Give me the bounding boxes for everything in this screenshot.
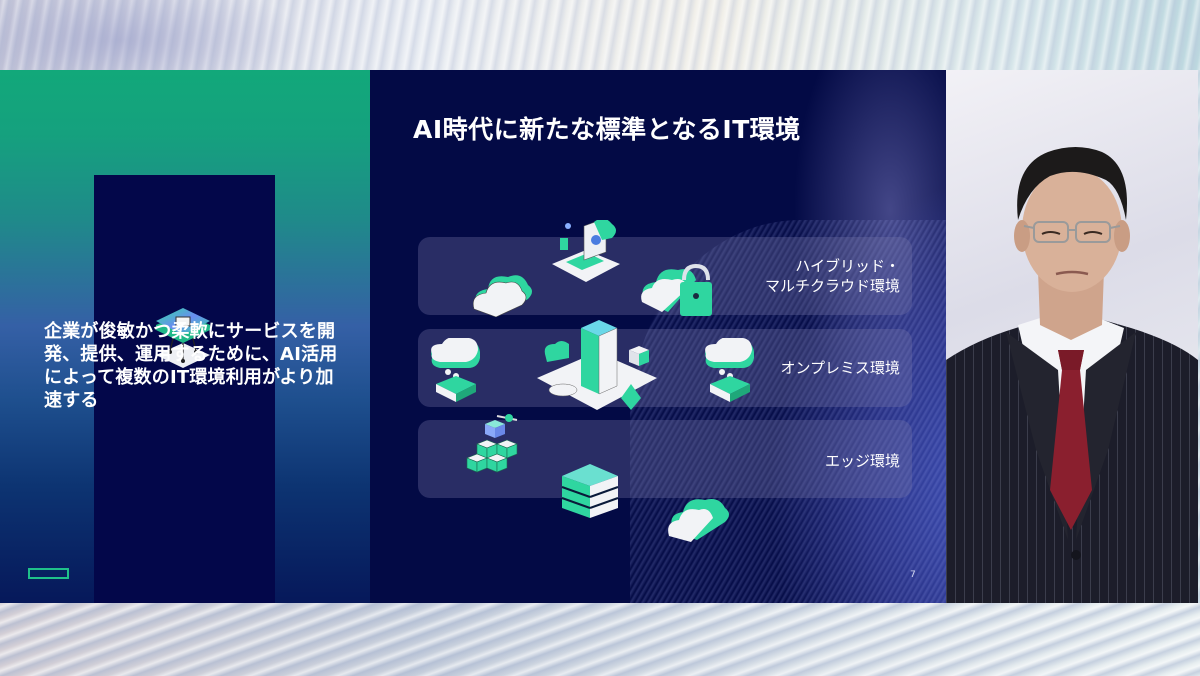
cloud-storage-icon [431,338,480,402]
page-number: 7 [910,570,916,580]
cloud-lock-icon [641,263,712,316]
edge-blocks-drone-icon [466,414,518,473]
laptop-dashboard-icon [552,220,620,282]
slide-title: AI時代に新たな標準となるIT環境 [413,115,801,144]
background-top [0,0,1200,70]
slide-right-panel [370,70,946,603]
lead-text: 企業が俊敏かつ柔軟にサービスを開発、提供、運用するために、AI活用によって複数の… [44,321,338,411]
cloud-icon [472,275,532,317]
server-stack-icon [561,464,619,518]
presentation-slide: 企業が俊敏かつ柔軟にサービスを開発、提供、運用するために、AI活用によって複数の… [0,70,946,603]
background-bottom [0,603,1200,676]
cloud-icon [668,499,729,542]
env-label: エッジ環境 [824,452,900,470]
env-label: ハイブリッド・ マルチクラウド環境 [764,257,900,295]
cloud-storage-icon [705,338,754,402]
presenter-figure [946,147,1198,603]
env-panel-on-premises: オンプレミス環境 [418,329,912,407]
datacenter-building-icon [537,320,657,410]
slide-dark-column [94,175,275,603]
hpe-logo [28,568,69,579]
ai-chip-icon [156,308,210,368]
presenter-video [946,70,1198,603]
env-label: オンプレミス環境 [780,359,900,377]
